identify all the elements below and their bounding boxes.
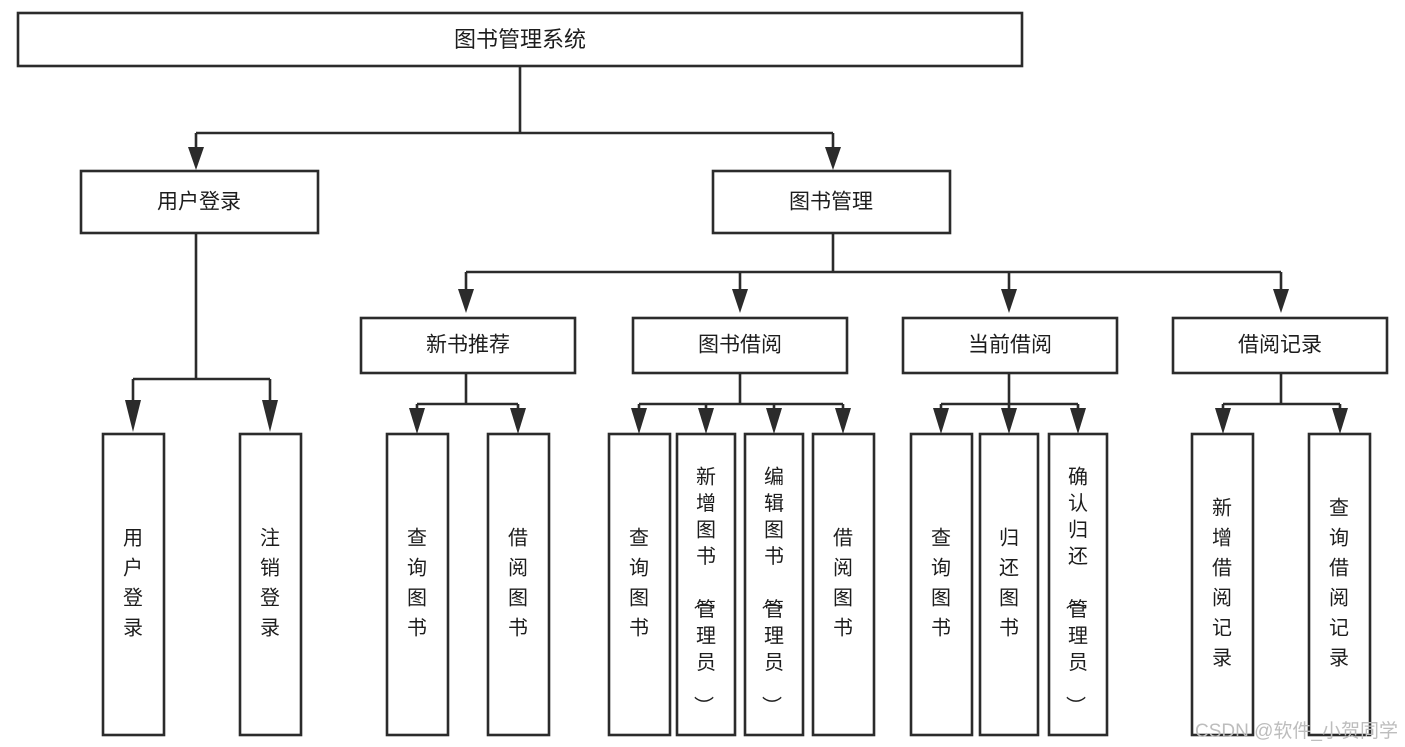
node-leaf-query-book-2[interactable]: 查询图书: [607, 432, 672, 737]
node-leaf-confirm-return-label: 确认归还（管理员）: [1063, 466, 1088, 716]
node-leaf-user-logout-box[interactable]: [238, 432, 303, 737]
node-leaf-add-record-label: 新增借阅记录: [1212, 497, 1232, 670]
arrow-head-book-management: [825, 147, 841, 170]
arrow-head-leaf-user-login: [125, 400, 141, 432]
node-leaf-borrow-book-2-box[interactable]: [811, 432, 876, 737]
node-book-borrow-box[interactable]: [631, 316, 849, 375]
node-book-borrow-label: 图书借阅: [698, 334, 782, 357]
arrow-head-leaf-return-book: [1001, 408, 1017, 434]
node-user-login[interactable]: 用户登录: [79, 169, 320, 235]
watermark-label: CSDN @软件_小贺同学: [1195, 720, 1398, 742]
arrow-head-borrow-record: [1273, 289, 1289, 313]
node-leaf-query-book-3[interactable]: 查询图书: [909, 432, 974, 737]
node-current-borrow[interactable]: 当前借阅: [901, 316, 1119, 375]
node-new-book-recommend[interactable]: 新书推荐: [359, 316, 577, 375]
node-new-book-recommend-box[interactable]: [359, 316, 577, 375]
node-leaf-add-book[interactable]: 新增图书（管理员）: [675, 432, 737, 737]
node-book-management[interactable]: 图书管理: [711, 169, 952, 235]
connector-group-borrow-record: [1215, 373, 1348, 434]
connector-group-current-borrow: [933, 373, 1086, 434]
arrow-head-current-borrow: [1001, 289, 1017, 313]
arrow-head-leaf-borrow-book-2: [835, 408, 851, 434]
arrow-head-book-borrow: [732, 289, 748, 313]
node-leaf-borrow-book-1[interactable]: 借阅图书: [486, 432, 551, 737]
arrow-head-leaf-query-book-1: [409, 408, 425, 434]
arrow-head-leaf-add-book: [698, 408, 714, 434]
arrow-head-leaf-borrow-book-1: [510, 408, 526, 434]
node-leaf-borrow-book-1-label: 借阅图书: [508, 527, 528, 640]
node-root[interactable]: 图书管理系统: [16, 11, 1024, 68]
node-leaf-query-book-3-box[interactable]: [909, 432, 974, 737]
node-leaf-user-login-box[interactable]: [101, 432, 166, 737]
node-borrow-record-box[interactable]: [1171, 316, 1389, 375]
node-leaf-user-logout-label: 注销登录: [260, 527, 280, 640]
arrow-head-leaf-query-record: [1332, 408, 1348, 434]
connector-group-book-borrow: [631, 373, 851, 434]
node-leaf-query-record-label: 查询借阅记录: [1329, 497, 1349, 670]
node-current-borrow-label: 当前借阅: [968, 334, 1052, 357]
connector-group-new-book-recommend: [409, 373, 526, 434]
node-leaf-user-logout[interactable]: 注销登录: [238, 432, 303, 737]
node-leaf-query-record[interactable]: 查询借阅记录: [1307, 432, 1372, 737]
node-leaf-user-login-label: 用户登录: [123, 528, 143, 640]
node-leaf-borrow-book-2-label: 借阅图书: [833, 527, 853, 640]
arrow-head-user-login: [188, 147, 204, 170]
node-leaf-borrow-book-2[interactable]: 借阅图书: [811, 432, 876, 737]
node-leaf-query-book-2-label: 查询图书: [629, 527, 649, 640]
node-leaf-add-record[interactable]: 新增借阅记录: [1190, 432, 1255, 737]
node-leaf-query-book-1-box[interactable]: [385, 432, 450, 737]
node-leaf-query-book-3-label: 查询图书: [931, 527, 951, 640]
node-current-borrow-box[interactable]: [901, 316, 1119, 375]
node-leaf-return-book-box[interactable]: [978, 432, 1040, 737]
node-borrow-record-label: 借阅记录: [1238, 334, 1322, 357]
node-leaf-return-book-label: 归还图书: [999, 527, 1019, 640]
node-leaf-query-record-box[interactable]: [1307, 432, 1372, 737]
node-user-login-box[interactable]: [79, 169, 320, 235]
arrow-head-leaf-confirm-return: [1070, 408, 1086, 434]
node-borrow-record[interactable]: 借阅记录: [1171, 316, 1389, 375]
node-leaf-edit-book[interactable]: 编辑图书（管理员）: [743, 432, 805, 737]
node-root-label: 图书管理系统: [454, 27, 586, 52]
node-leaf-borrow-book-1-box[interactable]: [486, 432, 551, 737]
arrow-head-leaf-edit-book: [766, 408, 782, 434]
node-leaf-edit-book-box[interactable]: [743, 432, 805, 737]
connector-group-book-management: [458, 233, 1289, 313]
arrow-head-leaf-query-book-3: [933, 408, 949, 434]
node-leaf-edit-book-label: 编辑图书（管理员）: [759, 466, 784, 716]
node-user-login-label: 用户登录: [157, 191, 241, 214]
node-leaf-return-book[interactable]: 归还图书: [978, 432, 1040, 737]
connector-group-root: [188, 66, 841, 170]
node-leaf-query-book-2-box[interactable]: [607, 432, 672, 737]
node-root-box[interactable]: [16, 11, 1024, 68]
connector-group-user-login: [125, 233, 278, 432]
node-leaf-add-book-box[interactable]: [675, 432, 737, 737]
node-leaf-query-book-1[interactable]: 查询图书: [385, 432, 450, 737]
arrow-head-leaf-query-book-2: [631, 408, 647, 434]
node-book-management-box[interactable]: [711, 169, 952, 235]
node-leaf-confirm-return[interactable]: 确认归还（管理员）: [1047, 432, 1109, 737]
node-book-management-label: 图书管理: [789, 191, 873, 214]
arrow-head-leaf-add-record: [1215, 408, 1231, 434]
node-leaf-query-book-1-label: 查询图书: [407, 527, 427, 640]
node-new-book-recommend-label: 新书推荐: [426, 334, 510, 357]
node-book-borrow[interactable]: 图书借阅: [631, 316, 849, 375]
node-leaf-confirm-return-box[interactable]: [1047, 432, 1109, 737]
arrow-head-leaf-user-logout: [262, 400, 278, 432]
node-leaf-add-book-label: 新增图书（管理员）: [691, 466, 716, 716]
node-leaf-add-record-box[interactable]: [1190, 432, 1255, 737]
node-leaf-user-login[interactable]: 用户登录: [101, 432, 166, 737]
arrow-head-new-book-recommend: [458, 289, 474, 313]
